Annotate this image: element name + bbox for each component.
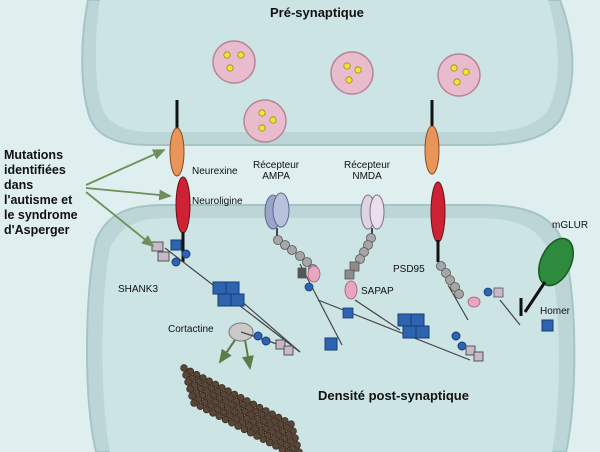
ampa-label-line: Récepteur bbox=[253, 160, 300, 171]
vesicle bbox=[243, 99, 287, 143]
actin-bead bbox=[295, 448, 303, 452]
actin-bead bbox=[190, 399, 198, 407]
actin-filament-bundle bbox=[180, 364, 303, 452]
vesicle bbox=[437, 53, 481, 97]
nmda-label: Récepteur NMDA bbox=[344, 160, 390, 182]
shank3-complex bbox=[151, 239, 338, 351]
actin-bead bbox=[284, 448, 293, 452]
neurexin-neuroligin-right bbox=[424, 100, 446, 262]
mglur-label: mGLUR bbox=[552, 220, 589, 231]
actin-bead bbox=[215, 412, 223, 420]
actin-bead bbox=[180, 364, 188, 372]
actin-bead bbox=[202, 405, 211, 414]
actin-bead bbox=[184, 378, 192, 386]
ampa-receptor bbox=[264, 192, 290, 236]
mutations-label: Mutations identifiées dans l'autisme et … bbox=[4, 148, 78, 238]
mutations-line: identifiées bbox=[4, 163, 66, 177]
vesicle bbox=[212, 40, 256, 84]
mutations-line: d'Asperger bbox=[4, 223, 70, 237]
nmda-receptor bbox=[360, 194, 385, 234]
neurexine-label: Neurexine bbox=[192, 166, 238, 177]
actin-bead bbox=[209, 409, 217, 417]
actin-bead bbox=[240, 425, 249, 434]
cortactine-label: Cortactine bbox=[168, 324, 214, 335]
cortactine-complex bbox=[218, 322, 294, 370]
actin-bead bbox=[221, 415, 230, 424]
ampa-label-line: AMPA bbox=[262, 171, 290, 182]
mutations-line: le syndrome bbox=[4, 208, 78, 222]
actin-bead bbox=[228, 419, 236, 427]
psd95-label: PSD95 bbox=[393, 264, 425, 275]
actin-bead bbox=[196, 402, 205, 410]
presynaptic-label: Pré-synaptique bbox=[270, 5, 364, 20]
ampa-chain bbox=[273, 235, 321, 292]
shank3-label: SHANK3 bbox=[118, 284, 159, 295]
actin-bead bbox=[234, 422, 242, 430]
synaptic-vesicles bbox=[212, 40, 481, 143]
actin-bead bbox=[182, 371, 190, 379]
neuroligine-label: Neuroligine bbox=[192, 196, 243, 207]
vesicle bbox=[330, 51, 374, 95]
actin-bead bbox=[278, 445, 286, 452]
mglur-receptor bbox=[519, 237, 574, 332]
mutations-line: l'autisme et bbox=[4, 193, 73, 207]
homer-label: Homer bbox=[540, 306, 571, 317]
actin-bead bbox=[247, 429, 255, 437]
actin-bead bbox=[253, 432, 261, 440]
nmda-label-line: Récepteur bbox=[344, 160, 391, 171]
mutations-line: Mutations bbox=[4, 148, 64, 162]
mutation-arrows bbox=[85, 149, 172, 248]
sapap-label: SAPAP bbox=[361, 286, 394, 297]
actin-bead bbox=[188, 392, 196, 400]
actin-bead bbox=[186, 385, 194, 393]
psd95-right-chain bbox=[436, 261, 504, 308]
mutations-line: dans bbox=[4, 178, 34, 192]
actin-bead bbox=[272, 442, 280, 450]
postsynaptic-label: Densité post-synaptique bbox=[318, 388, 469, 403]
presynaptic-terminal bbox=[81, 0, 574, 146]
psd95-complex bbox=[397, 313, 484, 362]
actin-bead bbox=[265, 438, 274, 447]
ampa-label: Récepteur AMPA bbox=[253, 160, 299, 182]
actin-bead bbox=[259, 435, 267, 443]
nmda-chain bbox=[342, 233, 376, 319]
nmda-label-line: NMDA bbox=[352, 171, 382, 182]
